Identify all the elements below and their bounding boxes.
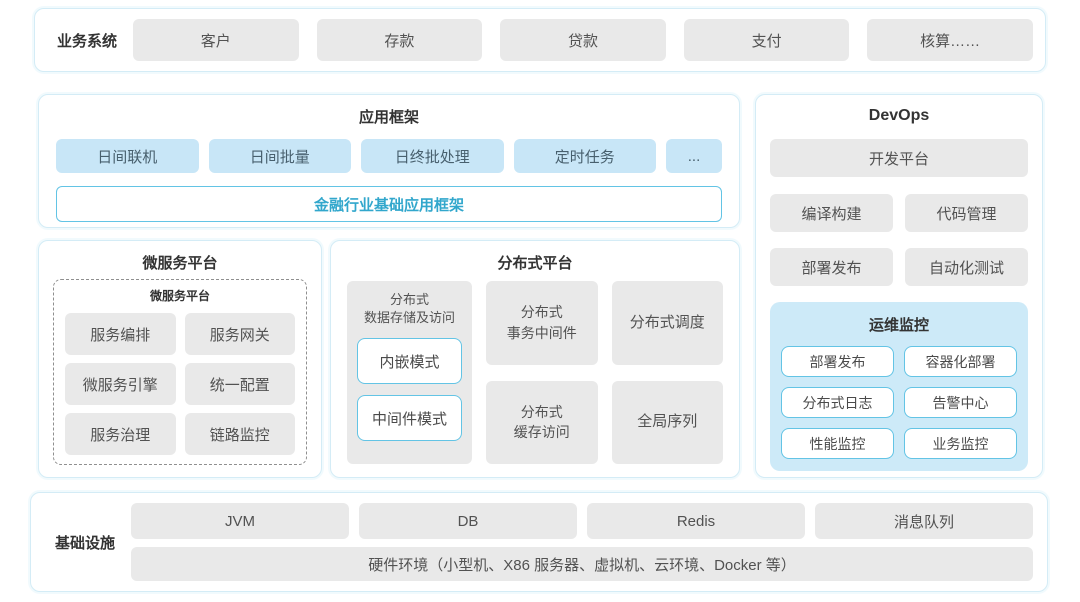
infra-hardware-env: 硬件环境（小型机、X86 服务器、虚拟机、云环境、Docker 等） — [131, 547, 1033, 581]
module-more: ... — [666, 139, 722, 173]
microservice-inner-title: 微服务平台 — [149, 289, 210, 303]
ops-monitoring-panel: 运维监控 部署发布 容器化部署 分布式日志 告警中心 性能监控 业务监控 — [770, 302, 1028, 471]
ops-monitoring-title: 运维监控 — [868, 317, 929, 334]
devops-auto-test: 自动化测试 — [905, 248, 1028, 286]
monitor-performance: 性能监控 — [781, 428, 894, 459]
business-systems-label: 业务系统 — [57, 32, 118, 50]
ms-item-tracing: 链路监控 — [184, 413, 295, 455]
devops-card: DevOps 开发平台 编译构建 代码管理 部署发布 自动化测试 运维监控 部署… — [755, 94, 1043, 478]
infra-mq: 消息队列 — [815, 503, 1034, 539]
app-framework-modules: 日间联机 日间批量 日终批处理 定时任务 ... — [39, 139, 739, 173]
distributed-transaction-box: 分布式 事务中间件 — [486, 281, 598, 365]
devops-code-mgmt: 代码管理 — [905, 194, 1028, 232]
storage-mode-middleware: 中间件模式 — [357, 395, 462, 442]
distributed-storage-title: 分布式 数据存储及访问 — [363, 292, 455, 326]
distributed-platform-card: 分布式平台 分布式 数据存储及访问 内嵌模式 中间件模式 分布式 事务中间件 分… — [330, 240, 740, 478]
distributed-scheduling-box: 分布式调度 — [611, 281, 723, 365]
devops-deploy: 部署发布 — [770, 248, 893, 286]
business-systems-card: 业务系统 客户 存款 贷款 支付 核算…… — [34, 8, 1046, 72]
devops-title: DevOps — [868, 107, 930, 124]
module-daytime-batch: 日间批量 — [208, 139, 351, 173]
business-item-loan: 贷款 — [500, 19, 666, 61]
microservice-platform-title: 微服务平台 — [142, 255, 218, 272]
monitor-business: 业务监控 — [904, 428, 1017, 459]
monitor-deploy: 部署发布 — [781, 346, 894, 377]
business-item-deposit: 存款 — [316, 19, 483, 61]
business-item-customer: 客户 — [133, 19, 299, 61]
business-item-payment: 支付 — [683, 19, 850, 61]
distributed-sequence-box: 全局序列 — [611, 380, 723, 464]
devops-dev-platform: 开发平台 — [770, 139, 1028, 177]
distributed-cache-box: 分布式 缓存访问 — [486, 380, 598, 464]
infrastructure-card: 基础设施 JVM DB Redis 消息队列 硬件环境（小型机、X86 服务器、… — [30, 492, 1048, 592]
microservice-inner-box: 微服务平台 服务编排 服务网关 微服务引擎 统一配置 服务治理 链路监控 — [53, 279, 307, 465]
devops-tools-grid: 编译构建 代码管理 部署发布 自动化测试 — [770, 194, 1028, 286]
module-eod-batch: 日终批处理 — [361, 139, 504, 173]
monitor-alert-center: 告警中心 — [904, 387, 1017, 418]
microservice-grid: 服务编排 服务网关 微服务引擎 统一配置 服务治理 链路监控 — [65, 313, 295, 455]
infra-redis: Redis — [587, 503, 806, 539]
app-framework-card: 应用框架 日间联机 日间批量 日终批处理 定时任务 ... 金融行业基础应用框架 — [38, 94, 740, 228]
storage-mode-embedded: 内嵌模式 — [357, 338, 462, 385]
ms-item-orchestration: 服务编排 — [65, 313, 176, 355]
devops-build: 编译构建 — [770, 194, 893, 232]
ms-item-gateway: 服务网关 — [184, 313, 295, 355]
business-item-accounting: 核算…… — [867, 19, 1033, 61]
app-framework-title: 应用框架 — [358, 109, 419, 126]
distributed-grid: 分布式 数据存储及访问 内嵌模式 中间件模式 分布式 事务中间件 分布式调度 分… — [347, 281, 723, 464]
base-framework-box: 金融行业基础应用框架 — [56, 186, 722, 222]
infra-jvm: JVM — [131, 503, 350, 539]
infrastructure-rows: JVM DB Redis 消息队列 硬件环境（小型机、X86 服务器、虚拟机、云… — [131, 503, 1034, 581]
monitor-distributed-log: 分布式日志 — [781, 387, 894, 418]
ms-item-governance: 服务治理 — [65, 413, 176, 455]
business-systems-items: 客户 存款 贷款 支付 核算…… — [133, 19, 1033, 61]
infrastructure-items: JVM DB Redis 消息队列 — [131, 503, 1034, 539]
infrastructure-label: 基础设施 — [55, 534, 116, 552]
distributed-storage-box: 分布式 数据存储及访问 内嵌模式 中间件模式 — [347, 281, 472, 464]
infra-db: DB — [359, 503, 578, 539]
microservice-platform-card: 微服务平台 微服务平台 服务编排 服务网关 微服务引擎 统一配置 服务治理 链路… — [38, 240, 322, 478]
ms-item-config: 统一配置 — [184, 363, 295, 405]
distributed-platform-title: 分布式平台 — [497, 255, 573, 272]
ms-item-engine: 微服务引擎 — [65, 363, 176, 405]
ops-monitoring-grid: 部署发布 容器化部署 分布式日志 告警中心 性能监控 业务监控 — [781, 346, 1017, 459]
module-daytime-online: 日间联机 — [56, 139, 199, 173]
monitor-container-deploy: 容器化部署 — [904, 346, 1017, 377]
module-scheduled-task: 定时任务 — [513, 139, 656, 173]
